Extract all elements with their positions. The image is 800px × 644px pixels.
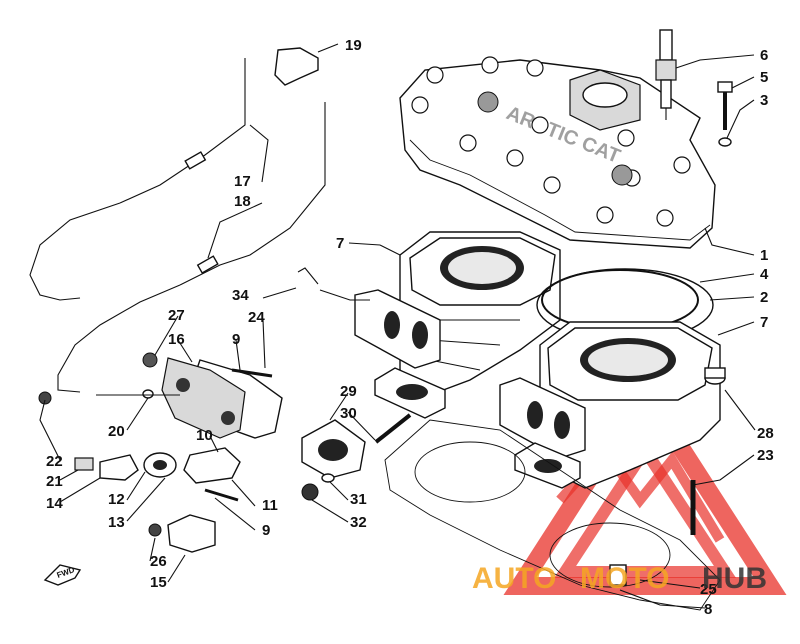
- callout-3: 3: [760, 92, 768, 109]
- cylinder-head: ARCTIC CAT: [399, 56, 716, 249]
- cylinder-upper: [354, 231, 561, 419]
- svg-text:MOTO: MOTO: [580, 562, 669, 595]
- cylinder-lower: [499, 321, 721, 489]
- callout-4: 4: [760, 266, 769, 283]
- callout-12: 11: [262, 497, 278, 514]
- callout-7-lower: 7: [760, 314, 768, 331]
- cable-bracket: [274, 47, 319, 86]
- reed-nut: [142, 352, 158, 368]
- callout-28: 27: [168, 307, 185, 324]
- callout-10: 9: [262, 522, 270, 539]
- spark-plug: [655, 29, 677, 120]
- callout-19: 18: [234, 193, 251, 210]
- callout-14: 13: [108, 514, 125, 531]
- exhaust-gasket: [301, 419, 366, 479]
- callout-13: 12: [108, 491, 125, 508]
- dowel-pin: [609, 564, 627, 586]
- base-gasket: [384, 419, 721, 611]
- callout-24: 23: [757, 447, 774, 464]
- callout-6: 6: [760, 47, 768, 64]
- reed-washer: [142, 389, 154, 399]
- flange-nut: [704, 367, 726, 385]
- oil-pump-parts: [38, 391, 241, 502]
- callout-11: 10: [196, 427, 213, 444]
- callout-33: 32: [350, 514, 367, 531]
- callout-17: 16: [168, 331, 185, 348]
- callout-32: 31: [350, 491, 367, 508]
- callout-2: 2: [760, 289, 768, 306]
- callout-34: 34: [232, 287, 249, 304]
- callout-23: 22: [46, 453, 63, 470]
- throttle-cable-19: [57, 102, 326, 393]
- callout-labels: 19 6 5 3 1 4 2 7 7 28 23 25 8 34 24 9 27…: [46, 37, 774, 618]
- watermark-text: AUTO MOTO HUB: [472, 562, 767, 595]
- callout-16: 15: [150, 574, 167, 591]
- callout-1: 1: [760, 247, 768, 264]
- callout-20: 19: [345, 37, 362, 54]
- callout-27: 26: [150, 553, 167, 570]
- fwd-arrow-icon: FWD: [43, 564, 82, 586]
- callout-22: 21: [46, 473, 63, 490]
- cover-bolt: [148, 523, 162, 537]
- oil-cable-18: [29, 58, 246, 301]
- retaining-clip: [297, 267, 319, 285]
- callout-5: 5: [760, 69, 768, 86]
- exhaust-stud: [374, 413, 412, 444]
- svg-text:AUTO: AUTO: [472, 562, 556, 595]
- callout-15: 14: [46, 495, 63, 512]
- exhaust-nut: [301, 473, 335, 501]
- cover-plate: [167, 514, 216, 553]
- callout-31: 30: [340, 405, 357, 422]
- callout-30: 29: [340, 383, 357, 400]
- head-bolt: [717, 81, 733, 130]
- callout-21: 20: [108, 423, 125, 440]
- svg-text:HUB: HUB: [702, 562, 767, 595]
- reed-valve-assembly: [161, 357, 283, 439]
- callout-25: 24: [248, 309, 265, 326]
- callout-8: 8: [704, 601, 712, 618]
- callout-29: 28: [757, 425, 774, 442]
- callout-9: 9: [232, 331, 240, 348]
- callout-7-upper: 7: [336, 235, 344, 252]
- callout-18: 17: [234, 173, 251, 190]
- reed-stud: [231, 368, 273, 378]
- leader-lines: [39, 43, 756, 609]
- washer: [718, 137, 732, 147]
- callout-26: 25: [700, 581, 717, 598]
